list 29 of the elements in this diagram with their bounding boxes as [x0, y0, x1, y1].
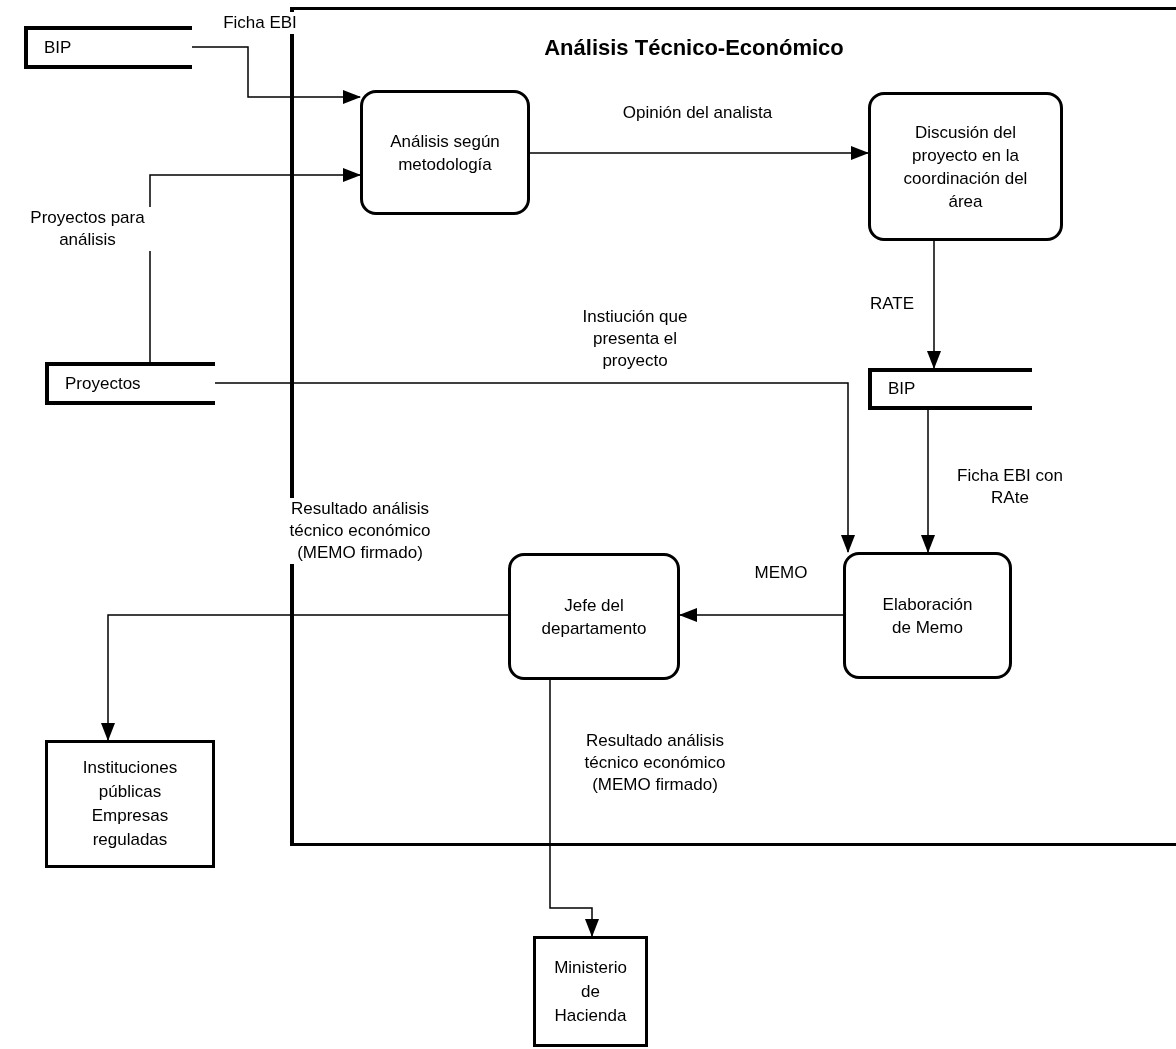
data-store	[45, 362, 215, 405]
arrow	[214, 382, 855, 553]
node-label: Ministerio de Hacienda	[553, 956, 628, 1027]
arrow	[529, 146, 869, 160]
arrow	[549, 679, 599, 937]
arrow	[101, 614, 509, 741]
data-store	[24, 26, 192, 69]
arrow	[679, 608, 844, 622]
node-label: BIP	[44, 37, 72, 58]
process-box	[508, 553, 680, 680]
arrow	[191, 46, 361, 104]
node-label: Jefe del departamento	[540, 594, 648, 640]
node-label: BIP	[888, 379, 916, 399]
external-entity-box	[45, 740, 215, 868]
node-label: Empresas reguladas	[90, 805, 170, 851]
node-label: Análisis según metodología	[389, 130, 501, 176]
arrow	[149, 168, 361, 363]
data-store	[868, 368, 1032, 410]
process-box	[843, 552, 1012, 679]
arrow	[927, 240, 941, 369]
process-box	[868, 92, 1063, 241]
arrow	[921, 409, 935, 553]
node-label: Discusión del proyecto en la coordinación del área	[902, 121, 1029, 213]
node-label: Instituciones públicas	[81, 757, 179, 803]
boundary-title: Análisis Técnico-Económico	[543, 35, 845, 61]
external-entity-box	[533, 936, 648, 1047]
node-label: Elaboración de Memo	[881, 593, 974, 639]
node-label: Proyectos	[65, 373, 141, 394]
process-box	[360, 90, 530, 215]
